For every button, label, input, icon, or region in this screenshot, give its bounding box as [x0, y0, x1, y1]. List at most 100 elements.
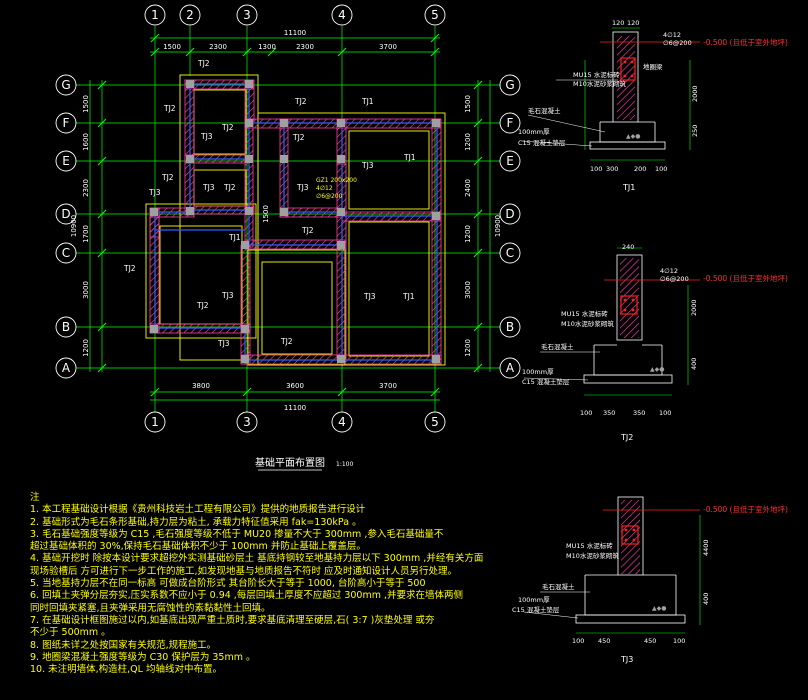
svg-text:2000: 2000: [691, 85, 699, 102]
svg-text:250: 250: [691, 125, 699, 137]
svg-text:4: 4: [338, 8, 346, 22]
svg-text:1500: 1500: [464, 95, 472, 113]
svg-text:11100: 11100: [284, 404, 306, 412]
svg-text:E: E: [506, 154, 514, 168]
tj-labels: TJ2 TJ2 TJ2 TJ3 TJ2 TJ3 TJ3 TJ2 TJ2 TJ1 …: [123, 59, 416, 348]
svg-text:2: 2: [186, 8, 194, 22]
svg-text:G: G: [505, 78, 514, 92]
svg-text:1500: 1500: [82, 95, 90, 113]
svg-text:3: 3: [243, 415, 251, 429]
svg-text:2000: 2000: [690, 299, 698, 316]
svg-text:-0.500 (且低于室外地坪): -0.500 (且低于室外地坪): [703, 504, 788, 514]
axis-bubble-top-5: [424, 4, 446, 26]
svg-text:400: 400: [690, 358, 698, 370]
note-line: 2. 基础形式为毛石条形基础,持力层为粘土, 承载力特征值采用 fak=130k…: [30, 516, 362, 528]
svg-text:TJ1: TJ1: [361, 97, 374, 106]
svg-text:▲◆●: ▲◆●: [652, 605, 666, 612]
svg-text:200: 200: [634, 165, 646, 173]
svg-text:1300: 1300: [258, 43, 276, 51]
svg-text:B: B: [62, 320, 70, 334]
svg-text:TJ3: TJ3: [202, 183, 215, 192]
svg-text:10900: 10900: [494, 215, 502, 237]
svg-text:2300: 2300: [209, 43, 227, 51]
svg-text:100: 100: [580, 409, 592, 417]
svg-text:MU15 水泥标砖: MU15 水泥标砖: [566, 541, 613, 550]
svg-text:5: 5: [431, 415, 439, 429]
section-tj3-text: -0.500 (且低于室外地坪) MU15 水泥标砖 M10水泥砂浆砌筑 毛石混…: [512, 504, 788, 664]
svg-text:地圈梁: 地圈梁: [643, 62, 663, 71]
svg-text:TJ1: TJ1: [402, 292, 415, 301]
svg-text:120: 120: [627, 19, 639, 27]
section-tj1-text: 120 120 4∅12 ∅6@200 -0.500 (且低于室外地坪) MU1…: [518, 19, 788, 192]
svg-text:2300: 2300: [82, 179, 90, 197]
svg-text:E: E: [62, 154, 70, 168]
svg-text:100: 100: [572, 637, 584, 645]
svg-text:G: G: [61, 78, 70, 92]
note-line: 不少于 500mm 。: [30, 627, 111, 639]
note-line: 8. 图纸未详之处按国家有关规范,规程施工。: [30, 639, 217, 651]
svg-text:MU15 水泥标砖: MU15 水泥标砖: [573, 70, 620, 79]
svg-text:240: 240: [622, 243, 634, 251]
note-line: 4. 基础开挖时 除按本设计要求超挖外实测基础砂层土 基底持钢较至地基持力层以下…: [30, 553, 484, 565]
svg-text:450: 450: [598, 637, 610, 645]
svg-text:毛石混凝土: 毛石混凝土: [528, 106, 561, 115]
notes-header: 注: [30, 492, 40, 503]
svg-text:▲◆●: ▲◆●: [626, 133, 640, 140]
svg-text:C15 混凝土垫层: C15 混凝土垫层: [518, 138, 566, 147]
design-notes: 注 1. 本工程基础设计根据《贵州科技岩土工程有限公司》提供的地质报告进行设计 …: [30, 492, 670, 676]
svg-text:D: D: [505, 207, 514, 221]
svg-text:TJ3: TJ3: [620, 655, 633, 664]
svg-text:1200: 1200: [464, 225, 472, 243]
svg-text:3: 3: [243, 8, 251, 22]
svg-text:TJ3: TJ3: [148, 188, 161, 197]
svg-text:▲◆●: ▲◆●: [650, 366, 664, 373]
axis-bubble-bottom-1: [144, 411, 166, 433]
svg-text:100: 100: [673, 637, 685, 645]
svg-text:1: 1: [151, 8, 159, 22]
svg-text:100: 100: [590, 165, 602, 173]
svg-text:11100: 11100: [284, 29, 306, 37]
svg-text:TJ2: TJ2: [196, 301, 209, 310]
svg-text:4: 4: [338, 415, 346, 429]
svg-text:TJ2: TJ2: [221, 123, 234, 132]
svg-text:TJ3: TJ3: [217, 339, 230, 348]
plan-title: 基础平面布置图: [255, 456, 325, 469]
svg-text:-0.500 (且低于室外地坪): -0.500 (且低于室外地坪): [703, 37, 788, 47]
svg-text:3800: 3800: [192, 382, 210, 390]
svg-text:3700: 3700: [379, 43, 397, 51]
svg-text:1200: 1200: [82, 339, 90, 357]
svg-text:毛石混凝土: 毛石混凝土: [542, 582, 575, 591]
svg-text:-0.500 (且低于室外地坪): -0.500 (且低于室外地坪): [703, 273, 788, 283]
svg-text:3000: 3000: [464, 281, 472, 299]
svg-text:∅6@200: ∅6@200: [663, 39, 692, 47]
svg-text:B: B: [506, 320, 514, 334]
svg-text:100: 100: [655, 165, 667, 173]
svg-text:3600: 3600: [286, 382, 304, 390]
svg-text:1700: 1700: [82, 225, 90, 243]
section-tj2-text: 240 4∅12 ∅6@200 -0.500 (且低于室外地坪) MU15 水泥…: [522, 243, 788, 442]
axis-bubble-bottom-5: [424, 411, 446, 433]
note-line: 6. 回填土夹弹分层夯实,压实系数不应小于 0.94 ,每层回填土厚度不应超过 …: [30, 590, 464, 602]
svg-text:3700: 3700: [379, 382, 397, 390]
note-line: 10. 未注明墙体,构造柱,QL 均轴线对中布置。: [30, 664, 222, 676]
svg-text:C: C: [506, 246, 514, 260]
svg-text:100mm厚: 100mm厚: [518, 128, 550, 136]
svg-text:毛石混凝土: 毛石混凝土: [541, 342, 574, 351]
svg-text:350: 350: [633, 409, 645, 417]
svg-text:F: F: [63, 116, 70, 130]
svg-text:TJ2: TJ2: [163, 104, 176, 113]
note-line: 1. 本工程基础设计根据《贵州科技岩土工程有限公司》提供的地质报告进行设计: [30, 504, 366, 516]
svg-text:M10水泥砂浆砌筑: M10水泥砂浆砌筑: [573, 79, 626, 88]
svg-text:TJ3: TJ3: [361, 161, 374, 170]
svg-text:1200: 1200: [464, 133, 472, 151]
svg-text:TJ3: TJ3: [296, 183, 309, 192]
axis-bubbles: [55, 4, 521, 433]
svg-text:TJ2: TJ2: [197, 59, 210, 68]
svg-text:∅6@200: ∅6@200: [660, 275, 689, 283]
svg-text:100mm厚: 100mm厚: [518, 596, 550, 604]
svg-text:TJ2: TJ2: [123, 264, 136, 273]
axis-bubble-top-2: [179, 4, 201, 26]
column-note: GZ1 200x200 4∅12 ∅6@200: [316, 177, 357, 200]
svg-text:TJ3: TJ3: [363, 292, 376, 301]
